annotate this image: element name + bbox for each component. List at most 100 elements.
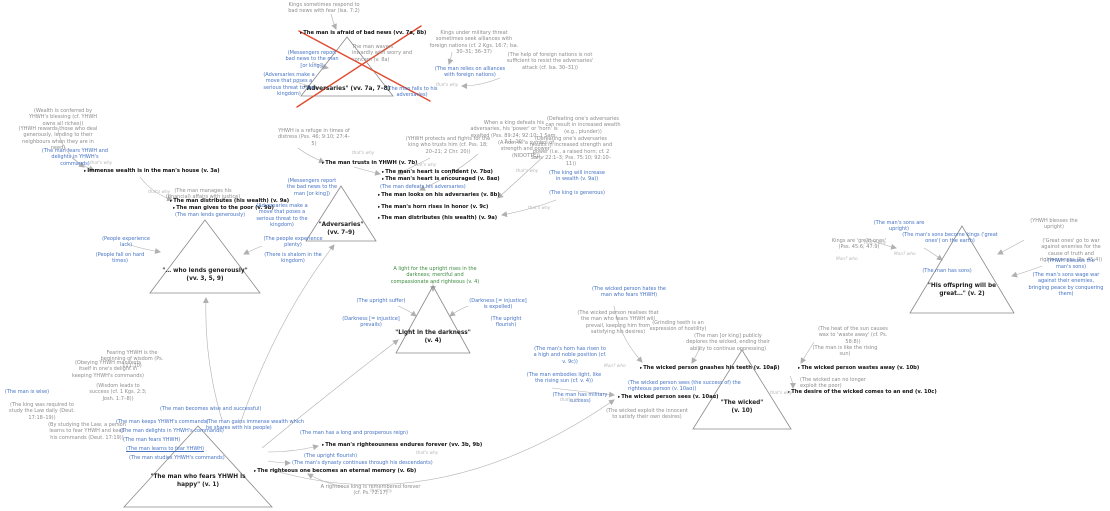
- annotation-note: The man's horn rises in honor (v. 9c): [378, 204, 490, 211]
- annotation-note: The man gives to the poor (v. 9b): [173, 205, 278, 212]
- annotation-note: The man wavers inwardly with worry and c…: [352, 44, 413, 63]
- annotation-note: When a king defeats his adversaries, his…: [470, 120, 558, 145]
- arrow-label: that's why: [864, 241, 887, 246]
- connector-arrow: [497, 155, 545, 199]
- arrow-label: Man? who: [894, 252, 916, 257]
- annotation-note: (The wicked person hates the man who fea…: [591, 286, 667, 299]
- annotation-note: (Darkness [= injustice] prevails): [342, 316, 400, 329]
- annotation-note: The man is afraid of bad news (vv. 7a, 8…: [300, 30, 430, 37]
- connector-arrow: [239, 244, 335, 425]
- connector-arrow: [261, 339, 399, 449]
- connector-arrow: [923, 247, 943, 261]
- annotation-note: A light for the upright rises in the dar…: [390, 266, 480, 285]
- annotation-note: (People experience lack): [102, 236, 150, 249]
- connector-arrow: [1011, 265, 1043, 278]
- annotation-note: (YHWH blesses the upright): [1030, 218, 1078, 231]
- the-wicked-label: "The wicked"(v. 10): [720, 400, 764, 414]
- connector-arrow: [461, 77, 501, 89]
- annotation-note: (Grinding teeth is an expression of host…: [649, 320, 707, 333]
- arrow-label: that's why: [370, 489, 393, 494]
- connector-arrow: [789, 375, 796, 389]
- annotation-note: (The help of foreign nations is not suff…: [506, 52, 594, 71]
- arrow-label: that's why: [770, 391, 793, 396]
- annotation-note: (The man fears YHWH): [123, 437, 181, 443]
- light-in-darkness-triangle: [395, 285, 471, 354]
- annotation-note: (The man becomes wise and successful): [160, 406, 262, 412]
- annotation-note: The man's righteousness endures forever …: [322, 442, 482, 449]
- annotation-note: Kings are 'great ones' (Pss. 45:6; 47:9): [831, 238, 887, 251]
- annotation-note: (Wealth is conferred by YHWH's blessing …: [28, 108, 98, 127]
- annotation-note: (The wicked person sees (the success of)…: [628, 380, 741, 393]
- annotation-note: (There is shalom in the kingdom): [264, 252, 322, 265]
- annotation-note: (The man has a long and prosperous reign…: [300, 430, 409, 436]
- arrow-label: Man? who: [836, 257, 858, 262]
- arrow-label: that's why: [416, 451, 439, 456]
- annotation-note: The man distributes (his wealth) (v. 9a): [378, 215, 497, 222]
- annotation-note: (YHWH protects and fights for the king w…: [405, 136, 491, 155]
- annotation-note: The man distributes (his wealth) (v. 9a): [170, 198, 289, 205]
- adversaries-crossed-label: "Adversaries" (vv. 7a, 7–8): [303, 86, 391, 92]
- annotation-note: (The man defeats his adversaries): [380, 184, 466, 190]
- annotation-note: (Wisdom leads to success (cf. 1 Kgs. 2:3…: [89, 383, 147, 402]
- his-offspring-triangle: [909, 225, 1015, 314]
- annotation-note: (The heat of the sun causes wax to 'wast…: [818, 326, 888, 345]
- annotation-note: (The man is like the rising sun): [812, 345, 878, 358]
- annotation-note: The man's heart is confident (v. 7bα): [382, 169, 493, 176]
- connector-arrow: [800, 341, 815, 364]
- annotation-note: The man's heart is encouraged (v. 8aα): [382, 176, 499, 183]
- annotation-note: (The man lends generously): [175, 212, 246, 218]
- connector-arrow: [397, 305, 417, 317]
- the-wicked-triangle: [692, 349, 792, 430]
- connector-arrow: [449, 305, 469, 317]
- connector-arrow: [353, 166, 381, 176]
- arrow-label: that's why: [90, 161, 113, 166]
- annotation-note: (The man's sons wage war against their e…: [1028, 272, 1104, 297]
- annotation-note: (The upright flourish): [490, 316, 522, 329]
- red-cross-line: [296, 25, 422, 108]
- annotation-note: ('Great ones' go to war against enemies …: [1039, 238, 1103, 263]
- annotation-note: The man trusts in YHWH (v. 7b): [322, 160, 432, 167]
- adversaries-label: "Adversaries"(vv. 7–9): [318, 222, 364, 236]
- man-who-fears-yhwh-triangle: [123, 425, 273, 508]
- connector-arrow: [997, 239, 1025, 255]
- light-in-darkness-label: "Light in the darkness"(v. 4): [395, 330, 471, 344]
- adversaries-triangle: [305, 185, 377, 242]
- annotation-note: (The man's sons become kings ('great one…: [902, 232, 998, 245]
- annotation-note: (The upright suffer): [356, 298, 406, 304]
- annotation-note: (The man has sons): [922, 268, 972, 274]
- connector-arrow: [297, 147, 325, 164]
- annotation-note: YHWH is a refuge in times of distress (P…: [277, 128, 351, 147]
- annotation-note: (The king is generous): [549, 190, 605, 196]
- annotation-note: The desire of the wicked comes to an end…: [788, 389, 936, 396]
- connector-arrow: [447, 51, 454, 65]
- annotation-note: (The man falls to his adversaries): [386, 86, 438, 99]
- annotation-note: Kings sometimes respond to bad news with…: [288, 2, 360, 15]
- arrow-label: that's why: [436, 83, 459, 88]
- annotation-note: (YHWH blesses the man's sons): [1047, 258, 1095, 271]
- arrow-label: that's why: [148, 190, 171, 195]
- annotation-note: (The wicked person realises that the man…: [577, 310, 659, 335]
- annotation-note: (The man's dynasty continues through his…: [292, 460, 433, 466]
- connector-arrow: [865, 237, 897, 250]
- connector-arrow: [202, 297, 223, 421]
- annotation-note: Fearing YHWH is the beginning of wisdom …: [100, 350, 164, 369]
- annotation-note: (The man has military success): [552, 392, 608, 405]
- annotation-note: (A horn is 'a symbol of strength and pow…: [498, 140, 554, 159]
- annotation-note: (The people experience plenty): [263, 236, 323, 249]
- annotation-note: (YHWH rewards those who deal generously,…: [18, 126, 98, 151]
- annotation-note: (Darkness [= injustice] is expelled): [469, 298, 527, 311]
- annotation-note: (Obeying YHWH manifests itself in one's …: [72, 360, 144, 379]
- annotation-note: (The man keeps YHWH's commands): [116, 419, 209, 425]
- annotation-note: (The man learns to fear YHWH): [126, 446, 205, 452]
- annotation-note: (The man is wise): [4, 389, 50, 395]
- annotation-note: (Defeating one's adversaries can result …: [545, 116, 621, 135]
- annotation-note: (Adversaries make a move that poses a se…: [263, 72, 315, 97]
- connector-arrow: [267, 444, 319, 453]
- annotation-note: Immense wealth is in the man's house (v.…: [84, 168, 219, 175]
- annotation-note: (By studying the Law, a person learns to…: [48, 422, 126, 441]
- annotation-note: (The man fears YHWH and delights in YHWH…: [41, 148, 109, 167]
- connector-arrow: [57, 127, 85, 168]
- connector-arrow: [501, 199, 557, 218]
